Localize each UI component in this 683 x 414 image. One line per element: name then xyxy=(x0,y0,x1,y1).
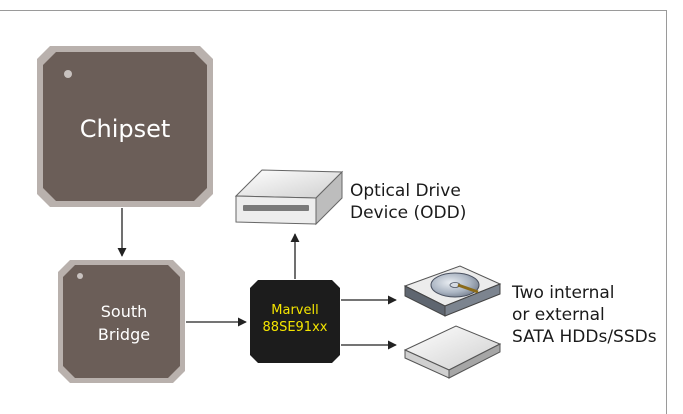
marvell-label-line1: Marvell xyxy=(271,303,318,318)
chip-pin1-dot xyxy=(64,70,72,78)
odd-label-line1: Optical Drive xyxy=(350,181,461,201)
frame-top-border xyxy=(0,10,666,11)
marvell-label-line2: 88SE91xx xyxy=(263,320,328,335)
south-bridge-label-line1: South xyxy=(101,302,148,321)
south-bridge-chip: South Bridge xyxy=(58,260,185,383)
hdd-label-line1: Two internal xyxy=(512,283,615,303)
chip-pin1-dot xyxy=(77,273,83,279)
south-bridge-label-line2: Bridge xyxy=(98,325,150,344)
ssd-icon xyxy=(403,325,502,379)
chipset-chip: Chipset xyxy=(37,46,213,207)
optical-drive-icon xyxy=(234,169,344,226)
hard-disk-icon xyxy=(403,265,502,317)
hdd-label-line3: SATA HDDs/SSDs xyxy=(512,327,657,347)
frame-right-border xyxy=(666,10,667,414)
chipset-label: Chipset xyxy=(80,115,171,143)
hdd-label-line2: or external xyxy=(512,305,605,325)
odd-label-line2: Device (ODD) xyxy=(350,203,467,223)
marvell-chip: Marvell 88SE91xx xyxy=(250,280,340,363)
